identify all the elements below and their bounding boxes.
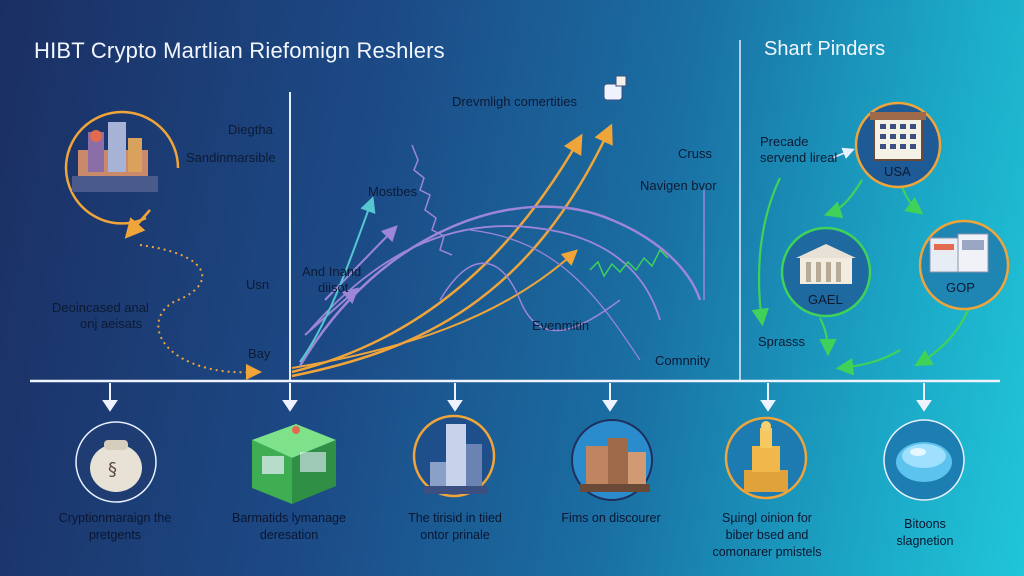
crate-pictogram xyxy=(252,424,336,504)
right-label-gael: GAEL xyxy=(808,292,843,307)
side-panel-title: Shart Pinders xyxy=(764,38,886,60)
bottom-item-4: Fims on discourer xyxy=(536,510,686,527)
bottom-item-4-line1: Fims on discourer xyxy=(561,511,661,525)
chart-label-diisot: diisot xyxy=(318,280,349,295)
chart-label-top: Drevmligh comertities xyxy=(452,94,577,109)
purple-arrow-2 xyxy=(304,287,359,336)
bottom-item-3-line2: ontor prinale xyxy=(420,528,490,542)
left-label-diegtha: Diegtha xyxy=(228,122,273,137)
hand-pictogram xyxy=(603,75,627,101)
left-spiral xyxy=(64,110,180,239)
left-label-usn: Usn xyxy=(246,277,270,292)
left-label-bay: Bay xyxy=(248,346,271,361)
chart-label-evenmitin: Evenmitin xyxy=(532,318,590,333)
gold-pictogram xyxy=(744,421,788,492)
bottom-item-6-line2: slagnetion xyxy=(896,534,954,548)
chart-label-comnity: Comnnity xyxy=(655,353,710,368)
right-label-servend: servend lireal xyxy=(760,150,838,165)
timeline-down-arrows xyxy=(102,383,932,412)
purple-arc-2 xyxy=(309,225,661,331)
orange-curve-1 xyxy=(291,123,613,378)
bottom-item-2-line1: Barmatids lymanage xyxy=(232,511,346,525)
city-cluster-icon xyxy=(72,122,158,192)
bottom-item-3-line1: The tirisid in tiied xyxy=(408,511,502,525)
bottom-item-1-line1: Cryptionmaraign the xyxy=(58,511,172,525)
chart-curves xyxy=(291,123,705,378)
chart-label-cruss: Cruss xyxy=(678,146,712,161)
orange-curve-2 xyxy=(291,133,583,374)
left-dotted-arrow xyxy=(139,244,262,381)
bottom-item-6: Bitoons slagnetion xyxy=(850,516,1000,550)
bottom-icon-circles xyxy=(75,414,965,503)
bottom-item-6-line1: Bitoons xyxy=(904,517,946,531)
right-label-precade: Precade xyxy=(760,134,809,149)
noisy-line xyxy=(411,144,453,256)
bank-pictogram xyxy=(796,244,856,284)
skyscraper-pictogram xyxy=(424,424,488,494)
left-label-deoincased: Deoincased anal xyxy=(52,300,149,315)
disc-pictogram xyxy=(896,442,952,482)
bottom-item-2-line2: deresation xyxy=(259,528,319,542)
chart-label-mostbes: Mostbes xyxy=(368,184,418,199)
left-label-onj: onj aeisats xyxy=(80,316,143,331)
bottom-item-1-line2: pretgents xyxy=(88,528,142,542)
bottom-item-3: The tirisid in tiied ontor prinale xyxy=(380,510,530,544)
bottom-item-5-line1: Sµingl oinion for xyxy=(722,511,812,525)
brick-pictogram xyxy=(580,438,650,492)
bottom-item-5-line2: biber bsed and xyxy=(725,528,809,542)
precade-arrow xyxy=(831,147,855,159)
bottom-item-5: Sµingl oinion for biber bsed and comonar… xyxy=(692,510,842,561)
bottom-item-5-line3: comonarer pmistels xyxy=(712,545,822,559)
chart-label-navigen: Navigen bvor xyxy=(640,178,717,193)
board-pictogram xyxy=(870,112,926,161)
right-label-sprasss: Sprasss xyxy=(758,334,805,349)
orange-curve-3 xyxy=(291,249,578,369)
bag-pictogram: § xyxy=(90,440,142,492)
chart-label-andhand: And Inand xyxy=(302,264,362,279)
bottom-item-2: Barmatids lymanage deresation xyxy=(214,510,364,544)
purple-arrow-1 xyxy=(324,225,398,301)
machine-pictogram xyxy=(929,233,989,273)
right-label-gop: GOP xyxy=(946,280,975,295)
teal-curve xyxy=(299,196,376,363)
green-noise xyxy=(589,248,669,278)
svg-text:§: § xyxy=(108,459,117,480)
descending-curve xyxy=(469,229,641,361)
bottom-item-1: Cryptionmaraign the pretgents xyxy=(40,510,190,544)
purple-arc-1 xyxy=(298,205,702,367)
right-label-usa: USA xyxy=(884,164,911,179)
page-title: HIBT Crypto Martlian Riefomign Reshlers xyxy=(34,38,445,63)
purple-bump xyxy=(439,262,621,332)
left-label-sandinmarsible: Sandinmarsible xyxy=(186,150,276,165)
